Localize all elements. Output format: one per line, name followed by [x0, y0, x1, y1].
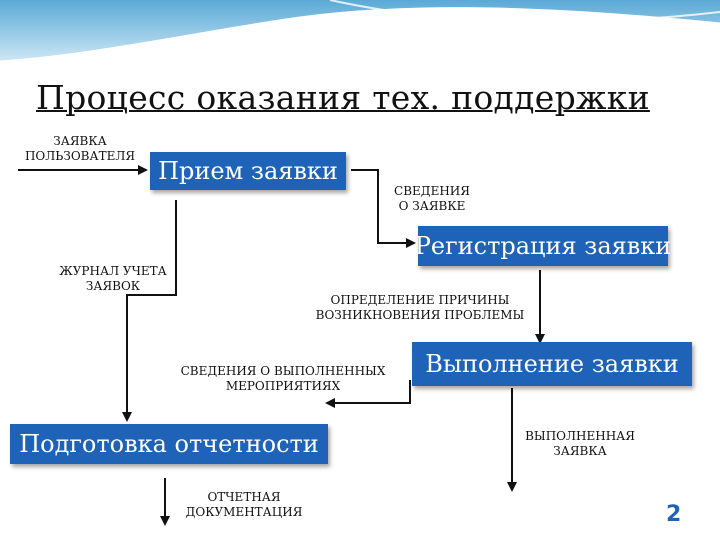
label-done-info: СВЕДЕНИЯ О ВЫПОЛНЕННЫХ МЕРОПРИЯТИЯХ	[180, 364, 386, 393]
page-title: Процесс оказания тех. поддержки	[36, 78, 650, 117]
label-request-info: СВЕДЕНИЯ О ЗАЯВКЕ	[394, 184, 470, 213]
page-number: 2	[666, 502, 682, 527]
registration-box: Регистрация заявки	[415, 226, 671, 266]
label-user-request: ЗАЯВКА ПОЛЬЗОВАТЕЛЯ	[24, 134, 136, 163]
execution-box: Выполнение заявки	[412, 342, 692, 386]
intake-box: Прием заявки	[150, 152, 346, 190]
label-cause: ОПРЕДЕЛЕНИЕ ПРИЧИНЫ ВОЗНИКНОВЕНИЯ ПРОБЛЕ…	[315, 293, 525, 322]
label-documentation: ОТЧЕТНАЯ ДОКУМЕНТАЦИЯ	[185, 490, 303, 519]
reporting-box: Подготовка отчетности	[10, 424, 328, 464]
label-completed-request: ВЫПОЛНЕННАЯ ЗАЯВКА	[525, 429, 635, 458]
label-request-log: ЖУРНАЛ УЧЕТА ЗАЯВОК	[59, 264, 167, 293]
header-decoration	[0, 0, 720, 64]
